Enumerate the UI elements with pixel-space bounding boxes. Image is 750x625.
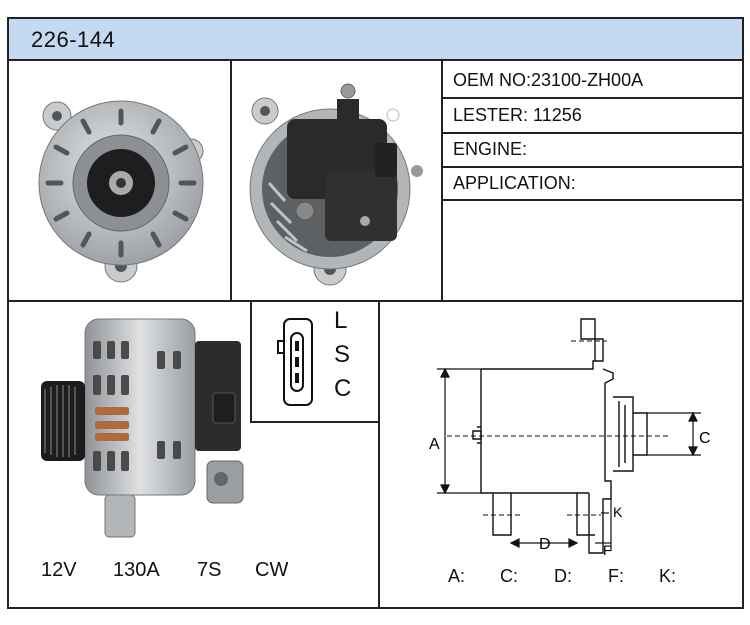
divider [441, 61, 443, 301]
divider [442, 199, 742, 201]
oem-value: 23100-ZH00A [531, 70, 644, 90]
lester-label: LESTER: [453, 105, 529, 125]
connector-pin-l: L [334, 307, 348, 334]
dim-a-label: A [429, 436, 440, 453]
voltage-spec: 12V [41, 559, 77, 581]
lester-value: 11256 [533, 105, 582, 125]
dim-k-value: K: [659, 566, 677, 586]
oem-row: OEM NO:23100-ZH00A [453, 70, 643, 91]
engine-row: ENGINE: [453, 139, 527, 160]
part-number-title: 226-144 [31, 27, 116, 52]
oem-label: OEM NO: [453, 70, 532, 90]
dim-f-label: F [603, 542, 612, 558]
lester-row: LESTER: 11256 [453, 105, 582, 126]
dim-d-value: D: [554, 566, 572, 586]
application-label: APPLICATION: [453, 173, 576, 193]
product-sheet: 226-144 OEM NO:23100-ZH00A LESTER: 11256… [7, 17, 744, 609]
divider [442, 132, 742, 134]
alternator-side-image [41, 318, 244, 538]
amperage-spec: 130A [113, 559, 160, 581]
divider [442, 166, 742, 168]
dim-c-label: C [699, 430, 711, 447]
alternator-rear-image [249, 83, 423, 286]
dim-c-value: C: [500, 566, 518, 586]
engine-label: ENGINE: [453, 139, 528, 159]
divider [9, 300, 742, 302]
dim-f-value: F: [608, 566, 624, 586]
dim-k-label: K [613, 504, 623, 520]
header-bar: 226-144 [9, 19, 742, 61]
divider [378, 301, 380, 607]
divider [230, 61, 232, 301]
rotation-spec: CW [255, 559, 289, 581]
dim-a-value: A: [448, 566, 466, 586]
application-row: APPLICATION: [453, 173, 576, 194]
alternator-front-image [38, 100, 204, 283]
connector-pin-c: C [334, 375, 352, 402]
connector-pin-s: S [334, 341, 351, 368]
connector-box: L S C [250, 301, 378, 423]
connector-plug-icon [277, 318, 313, 406]
dim-d-label: D [539, 536, 551, 553]
dimension-drawing: A C D F K [429, 318, 711, 558]
divider [442, 97, 742, 99]
pulley-spec: 7S [197, 559, 222, 581]
